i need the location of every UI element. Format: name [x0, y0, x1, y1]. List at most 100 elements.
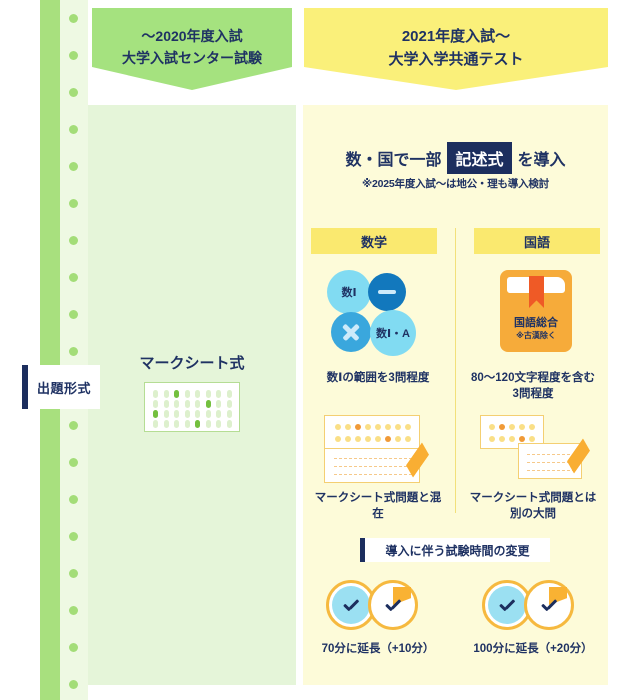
- answer-bubble: [519, 436, 525, 442]
- answer-bubble: [489, 436, 495, 442]
- mark-sheet-bubble: [195, 420, 200, 428]
- answer-bubble: [395, 424, 401, 430]
- mark-sheet-bubble: [163, 410, 169, 418]
- time-change-banner: 導入に伴う試験時間の変更: [360, 538, 550, 562]
- japanese-clock-after-icon: [524, 580, 574, 630]
- mark-sheet-bubble: [226, 400, 232, 408]
- edge-dot: [69, 199, 78, 208]
- mark-sheet-bubble: [216, 410, 221, 418]
- statement-after: を導入: [517, 152, 566, 169]
- answer-bubble: [345, 436, 351, 442]
- japanese-description-line2: 3問程度: [512, 388, 554, 401]
- edge-dot: [69, 643, 78, 652]
- mark-sheet-bubble: [153, 390, 158, 398]
- math-circle-suu1a: 数Ⅰ・A: [370, 310, 416, 356]
- edge-dot: [69, 310, 78, 319]
- edge-dot: [69, 162, 78, 171]
- math-circle-minus-icon: [368, 273, 406, 311]
- subject-header-math: 数学: [311, 228, 437, 254]
- edge-dot: [69, 88, 78, 97]
- answer-bubble: [365, 436, 371, 442]
- mark-sheet-bubble: [216, 400, 221, 408]
- math-description: 数Ⅰの範囲を3問程度: [326, 372, 430, 384]
- book-title: 国語総合: [514, 317, 558, 329]
- edge-dot: [69, 680, 78, 689]
- math-icon-cluster: 数Ⅰ 数Ⅰ・A: [322, 270, 432, 358]
- japanese-description: 80〜120文字程度を含む 3問程度: [466, 370, 600, 402]
- row-label-question-format: 出題形式: [22, 365, 100, 409]
- answer-bubble: [405, 436, 411, 442]
- mark-sheet-bubble: [205, 420, 211, 428]
- mark-sheet-bubble: [195, 400, 200, 408]
- subject-column-divider: [455, 228, 456, 513]
- mark-sheet-bubble: [205, 390, 211, 398]
- statement-highlight: 記述式: [447, 142, 512, 174]
- left-edge-band: [40, 0, 60, 700]
- answer-bubble: [509, 424, 515, 430]
- japanese-time-label: 100分に延長（+20分）: [473, 643, 593, 655]
- answer-writing-line: [527, 462, 575, 463]
- edge-dot: [69, 606, 78, 615]
- japanese-format-line2: 別の大問: [510, 508, 556, 521]
- japanese-clock-group: [468, 580, 602, 632]
- mark-sheet-bubble: [184, 400, 190, 408]
- japanese-format-label: マークシート式問題とは 別の大問: [466, 490, 600, 522]
- mark-sheet-bubble: [226, 420, 232, 428]
- answer-bubble: [355, 424, 361, 430]
- math-clock-after-icon: [368, 580, 418, 630]
- mark-sheet-bubble: [153, 410, 158, 418]
- edge-dot: [69, 347, 78, 356]
- answer-bubble: [375, 436, 381, 442]
- mark-sheet-bubble: [184, 410, 190, 418]
- clock-hands-icon: [385, 602, 400, 614]
- clock-hands-icon: [541, 602, 556, 614]
- math-time-label: 70分に延長（+10分）: [321, 643, 435, 655]
- answer-sheet: [324, 415, 420, 483]
- clock-hands-icon: [499, 602, 514, 614]
- edge-dot: [69, 532, 78, 541]
- answer-bubble: [529, 436, 535, 442]
- mark-sheet-bubble: [163, 400, 169, 408]
- statement-before: 数・国で一部: [345, 152, 442, 169]
- answer-bubble: [335, 436, 341, 442]
- answer-bubble: [355, 436, 361, 442]
- answer-bubble: [499, 436, 505, 442]
- answer-bubble: [335, 424, 341, 430]
- answer-bubble: [365, 424, 371, 430]
- statement-footnote: ※2025年度入試〜は地公・理も導入検討: [361, 178, 550, 190]
- book-note: ※古漢除く: [516, 331, 556, 340]
- answer-writing-line: [334, 474, 412, 475]
- times-icon: [341, 322, 361, 342]
- edge-dot: [69, 236, 78, 245]
- answer-bubble: [529, 424, 535, 430]
- answer-bubble: [499, 424, 505, 430]
- answer-writing-line: [527, 470, 575, 471]
- edge-dot: [69, 273, 78, 282]
- answer-writing-line: [334, 458, 412, 459]
- mark-sheet-bubble: [153, 400, 158, 408]
- answer-writing-line: [334, 466, 412, 467]
- edge-dot: [69, 14, 78, 23]
- edge-dot: [69, 421, 78, 430]
- answer-bubble: [375, 424, 381, 430]
- math-circle-times-icon: [331, 312, 371, 352]
- answer-bubble: [345, 424, 351, 430]
- book-icon: 国語総合 ※古漢除く: [500, 270, 572, 352]
- header-old-line1: 〜2020年度入試: [141, 28, 243, 44]
- edge-dot: [69, 125, 78, 134]
- mark-sheet-bubble: [184, 390, 190, 398]
- japanese-description-line1: 80〜120文字程度を含む: [471, 372, 595, 384]
- answer-bubble: [385, 436, 391, 442]
- mark-sheet-bubble: [205, 400, 211, 408]
- mark-sheet-bubble: [184, 420, 190, 428]
- answer-bubble: [489, 424, 495, 430]
- answer-bubble: [509, 436, 515, 442]
- mark-sheet-bubble: [216, 390, 221, 398]
- subject-header-japanese: 国語: [474, 228, 600, 254]
- mark-sheet-bubble: [226, 390, 232, 398]
- math-clock-group: [312, 580, 446, 632]
- answer-sheet-divider: [325, 448, 419, 449]
- math-circle-suu1: 数Ⅰ: [327, 270, 371, 314]
- answer-sheet-marksheet: [480, 415, 544, 449]
- header-old-line2: 大学入試センター試験: [122, 49, 262, 66]
